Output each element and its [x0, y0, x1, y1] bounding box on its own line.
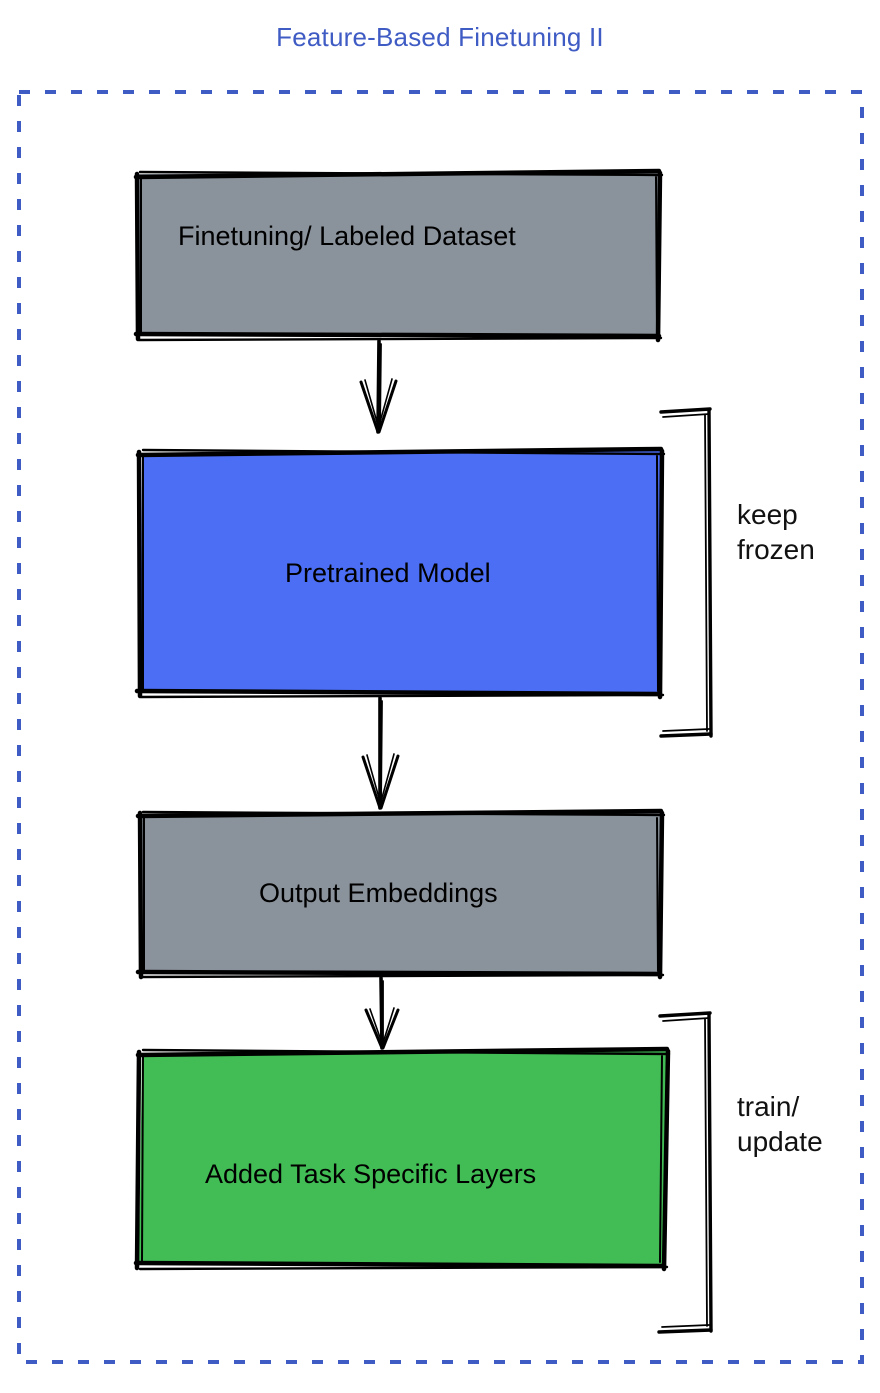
node-embeddings-edge-top2	[141, 810, 666, 817]
arrow1-head-right2	[377, 378, 393, 430]
bracket-train-spine2	[704, 1018, 708, 1327]
arrow1-head-right	[377, 379, 398, 434]
page-title: Feature-Based Finetuning II	[276, 22, 604, 52]
arrow1-head-left2	[364, 379, 380, 430]
arrow1-head-left	[359, 380, 380, 434]
node-task-edge-bottom	[133, 1260, 667, 1269]
node-task-layers[interactable]	[133, 1046, 671, 1272]
node-task-fill	[139, 1050, 667, 1266]
node-model-edge-top2	[141, 448, 666, 456]
bracket-keep-frozen	[659, 407, 713, 738]
node-task-edge-right	[661, 1048, 671, 1272]
arrow3-head-left2	[369, 1008, 384, 1047]
bracket-train-update	[657, 1011, 713, 1334]
bracket-frozen-spine	[707, 408, 713, 738]
node-model-edge-right	[657, 448, 665, 700]
arrow-model-to-embeddings	[361, 696, 400, 810]
node-task-edge-right2	[659, 1055, 663, 1263]
bracket-frozen-top-arm2	[662, 413, 710, 418]
node-dataset-edge-left	[134, 171, 141, 342]
node-model-edge-left	[136, 449, 143, 699]
bracket-frozen-bottom-arm	[659, 732, 713, 738]
arrow3-head-right	[381, 1008, 400, 1050]
node-model-edge-bottom	[134, 688, 663, 697]
bracket-train-bottom-arm	[657, 1328, 713, 1334]
arrow2-head-right	[379, 754, 400, 810]
node-output-embeddings[interactable]	[135, 808, 666, 980]
bracket-frozen-top-arm	[659, 407, 712, 414]
bracket-train-bottom-arm2	[661, 1324, 710, 1328]
arrow-embeddings-to-task-layers	[364, 976, 400, 1050]
node-pretrained-model[interactable]	[134, 446, 666, 700]
node-embeddings-edge-bottom2	[140, 973, 665, 979]
bracket-frozen-bottom-arm2	[662, 728, 710, 732]
arrow-dataset-to-model	[359, 339, 398, 434]
annotation-keep-frozen: keep frozen	[737, 499, 815, 565]
arrow2-head-left2	[366, 754, 382, 806]
node-task-edge-left2	[141, 1056, 144, 1262]
arrow2-shaft2	[380, 700, 383, 807]
node-model-fill	[141, 450, 661, 694]
node-dataset-edge-right	[655, 170, 663, 343]
arrow2-head-right2	[379, 753, 395, 806]
bracket-train-spine	[707, 1012, 713, 1333]
arrow1-shaft2	[379, 343, 382, 431]
bracket-train-top-arm2	[662, 1017, 710, 1022]
node-model-edge-right2	[656, 455, 659, 692]
node-embeddings-fill	[141, 812, 661, 974]
bracket-train-top-arm	[658, 1011, 712, 1018]
node-task-edge-bottom2	[138, 1265, 669, 1271]
node-embeddings-edge-right	[657, 810, 665, 980]
arrow3-head-right2	[381, 1007, 395, 1047]
arrow2-head-left	[361, 755, 382, 810]
node-dataset-edge-top2	[138, 170, 664, 177]
arrow1-shaft	[376, 339, 381, 434]
node-dataset-fill	[138, 172, 660, 337]
node-dataset[interactable]	[133, 168, 664, 343]
node-embeddings-edge-bottom	[135, 969, 663, 977]
arrow3-head-left	[364, 1008, 384, 1050]
node-dataset-edge-right2	[655, 176, 658, 336]
node-dataset-edge-bottom	[133, 331, 662, 339]
dashed-border-rect	[17, 90, 864, 1364]
node-model-edge-bottom2	[139, 693, 665, 699]
node-dataset-edge-bottom2	[137, 336, 663, 342]
arrow3-shaft	[379, 976, 384, 1050]
node-embeddings-edge-right2	[656, 817, 659, 972]
annotation-train-update: train/ update	[737, 1091, 823, 1157]
node-task-edge-left	[134, 1049, 142, 1271]
node-embeddings-edge-left	[137, 810, 144, 980]
node-task-edge-top2	[141, 1048, 671, 1056]
bracket-frozen-spine2	[704, 414, 708, 732]
